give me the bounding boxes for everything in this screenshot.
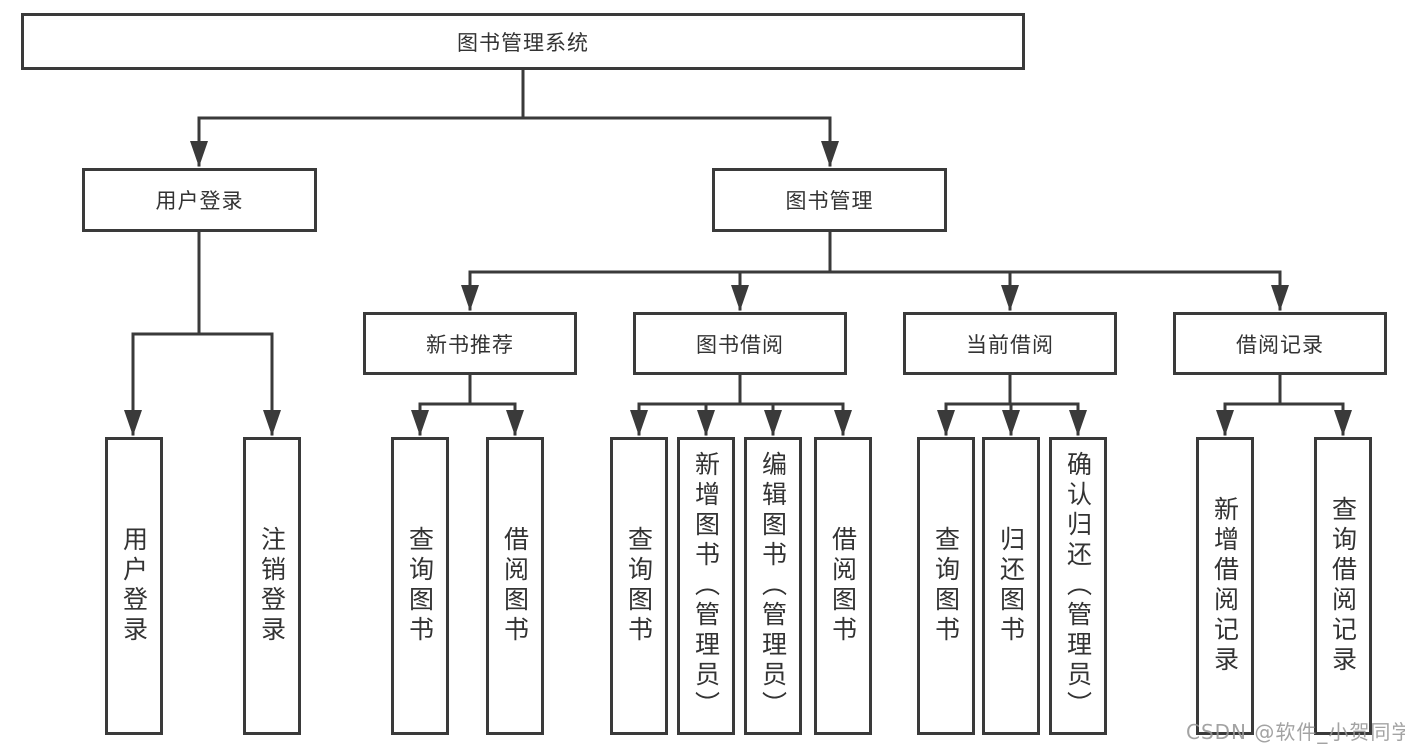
- leaf-borrow-query-books: 查询图书: [610, 437, 668, 735]
- leaf-edit-books-admin: 编辑图书（管理员）: [744, 437, 802, 735]
- leaf-current-query-books: 查询图书: [917, 437, 975, 735]
- node-book-borrow: 图书借阅: [633, 312, 847, 375]
- leaf-query-borrow-record: 查询借阅记录: [1314, 437, 1372, 735]
- node-current-borrow: 当前借阅: [903, 312, 1117, 375]
- leaf-logout: 注销登录: [243, 437, 301, 735]
- node-library-management-system: 图书管理系统: [21, 13, 1025, 70]
- leaf-return-books: 归还图书: [982, 437, 1040, 735]
- leaf-borrow-books: 借阅图书: [814, 437, 872, 735]
- leaf-recommend-query-books: 查询图书: [391, 437, 449, 735]
- leaf-add-books-admin: 新增图书（管理员）: [677, 437, 735, 735]
- node-user-login: 用户登录: [82, 168, 317, 232]
- node-borrow-records: 借阅记录: [1173, 312, 1387, 375]
- csdn-watermark: CSDN @软件_小贺同学: [1186, 720, 1405, 744]
- node-book-management: 图书管理: [712, 168, 947, 232]
- leaf-add-borrow-record: 新增借阅记录: [1196, 437, 1254, 735]
- leaf-user-login: 用户登录: [105, 437, 163, 735]
- leaf-confirm-return-admin: 确认归还（管理员）: [1049, 437, 1107, 735]
- node-new-book-recommend: 新书推荐: [363, 312, 577, 375]
- leaf-recommend-borrow-books: 借阅图书: [486, 437, 544, 735]
